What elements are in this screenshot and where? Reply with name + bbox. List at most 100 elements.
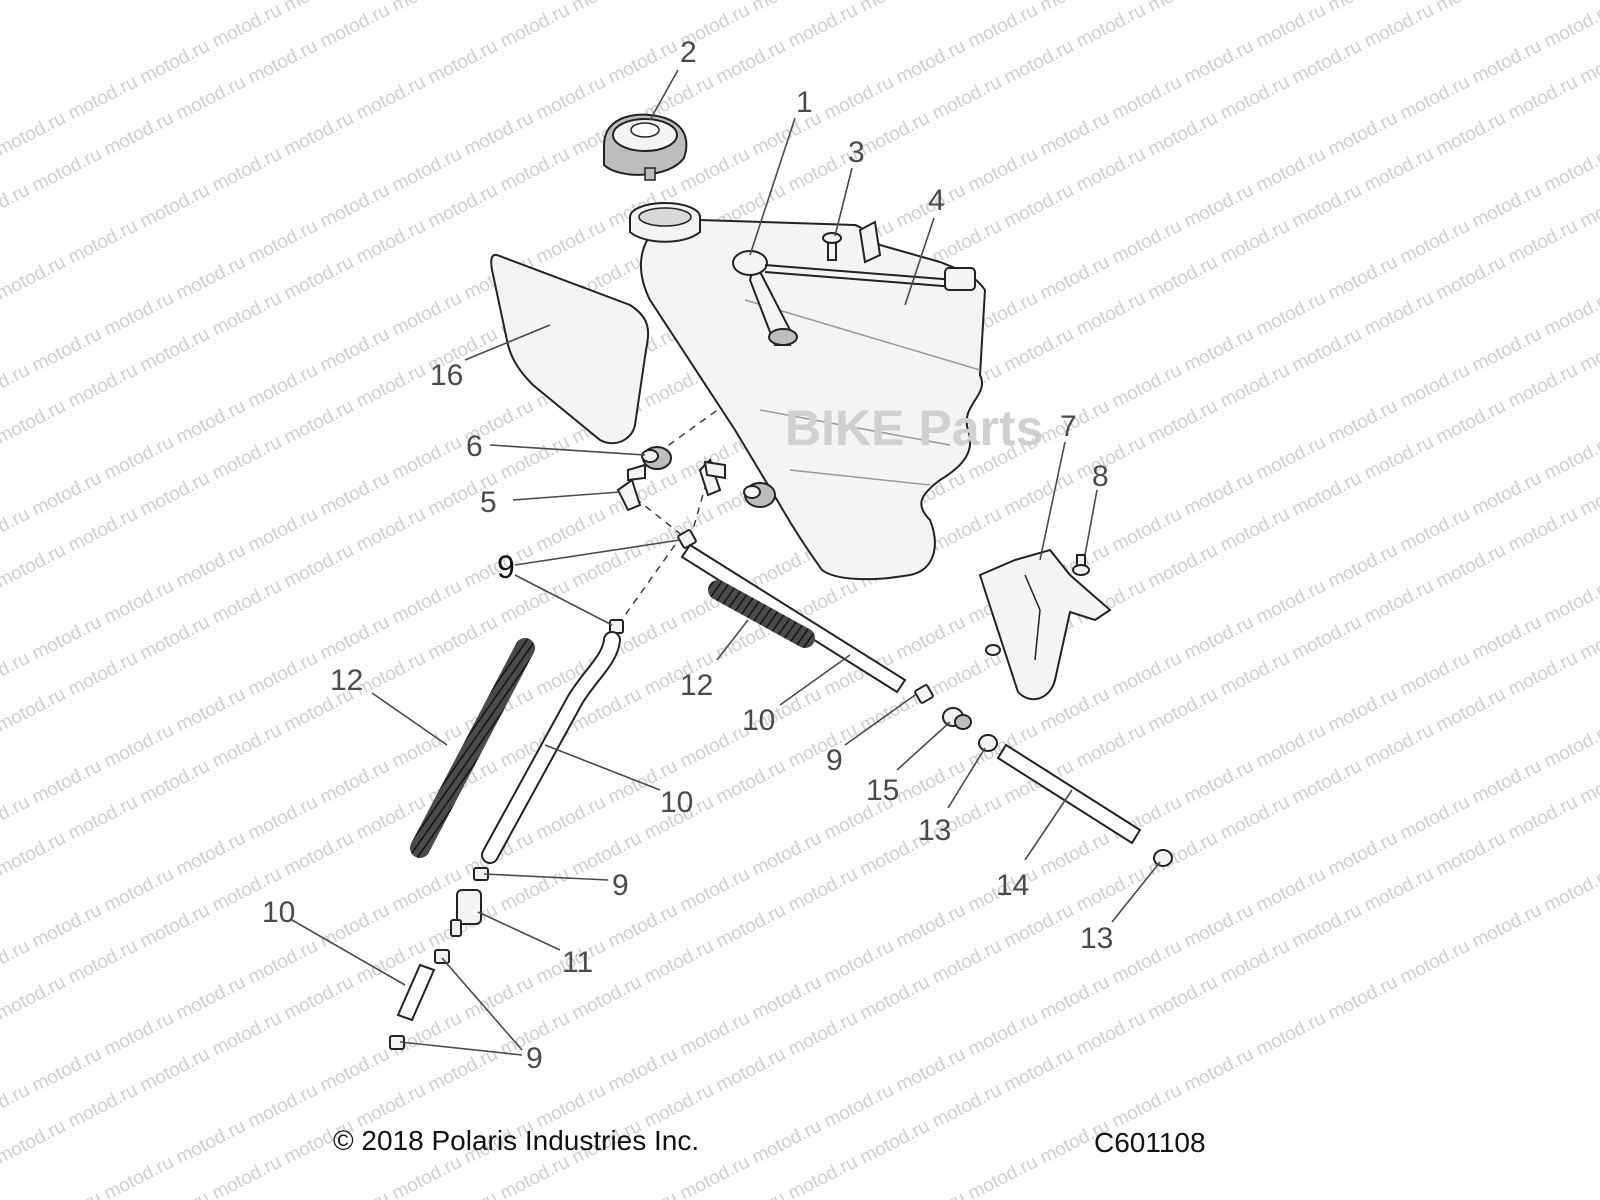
watermark-text: motod.ru <box>173 828 249 881</box>
watermark-text: motod.ru <box>1037 972 1113 1025</box>
watermark-text: motod.ru <box>317 180 393 233</box>
callout-10-left: 10 <box>660 786 693 819</box>
watermark-text: motod.ru <box>893 36 969 89</box>
watermark-text: motod.ru <box>0 684 69 737</box>
watermark-text: motod.ru <box>1361 288 1437 341</box>
watermark-text: motod.ru <box>1109 648 1185 701</box>
watermark-text: motod.ru <box>641 936 717 989</box>
watermark-text: motod.ru <box>1253 432 1329 485</box>
watermark-text: motod.ru <box>1541 0 1600 52</box>
watermark-text: motod.ru <box>533 792 609 845</box>
watermark-text: motod.ru <box>1181 1044 1257 1097</box>
watermark-text: motod.ru <box>245 648 321 701</box>
watermark-text: motod.ru <box>1325 828 1401 881</box>
watermark-text: motod.ru <box>65 936 141 989</box>
connector-15 <box>942 707 972 730</box>
watermark-text: motod.ru <box>1109 504 1185 557</box>
callout-7: 7 <box>1060 410 1077 443</box>
watermark-text: motod.ru <box>1289 756 1365 809</box>
watermark-text: motod.ru <box>1469 468 1545 521</box>
watermark-text: motod.ru <box>713 900 789 953</box>
hose-10-bent <box>481 631 621 864</box>
watermark-text: motod.ru <box>497 1152 573 1200</box>
watermark-text: motod.ru <box>461 108 537 161</box>
watermark-text: motod.ru <box>317 0 393 52</box>
watermark-text: motod.ru <box>1289 324 1365 377</box>
callout-12-mid: 12 <box>680 669 713 702</box>
watermark-text: motod.ru <box>1253 576 1329 629</box>
watermark-text: motod.ru <box>1073 288 1149 341</box>
watermark-text: motod.ru <box>749 108 825 161</box>
watermark-text: motod.ru <box>569 0 645 16</box>
watermark-text: motod.ru <box>1073 720 1149 773</box>
watermark-text: motod.ru <box>1073 1008 1149 1061</box>
watermark-text: motod.ru <box>1433 684 1509 737</box>
watermark-text: motod.ru <box>245 360 321 413</box>
watermark-text: motod.ru <box>1361 144 1437 197</box>
watermark-text: motod.ru <box>317 756 393 809</box>
watermark-text: motod.ru <box>1505 72 1581 125</box>
watermark-text: motod.ru <box>677 144 753 197</box>
watermark-text: motod.ru <box>1505 504 1581 557</box>
watermark-text: motod.ru <box>1001 36 1077 89</box>
watermark-text: motod.ru <box>1289 180 1365 233</box>
callout-14: 14 <box>996 869 1029 902</box>
callout-9-lower: 9 <box>612 869 629 902</box>
watermark-text: motod.ru <box>497 0 573 52</box>
watermark-text: motod.ru <box>1073 144 1149 197</box>
watermark-text: motod.ru <box>1361 432 1437 485</box>
watermark-text: motod.ru <box>1001 324 1077 377</box>
watermark-text: motod.ru <box>1037 108 1113 161</box>
watermark-text: motod.ru <box>821 936 897 989</box>
watermark-text: motod.ru <box>425 1188 501 1200</box>
callout-2: 2 <box>680 36 697 69</box>
watermark-text: motod.ru <box>1145 540 1221 593</box>
watermark-text: motod.ru <box>1181 468 1257 521</box>
watermark-text: motod.ru <box>1505 792 1581 845</box>
watermark-text: motod.ru <box>1217 648 1293 701</box>
watermark-text: motod.ru <box>0 972 69 1025</box>
watermark-text: motod.ru <box>1145 972 1221 1025</box>
watermark-text: motod.ru <box>0 828 69 881</box>
watermark-text: motod.ru <box>569 972 645 1025</box>
watermark-text: motod.ru <box>713 36 789 89</box>
diagram-code: C601108 <box>1094 1127 1206 1158</box>
watermark-text: motod.ru <box>1253 0 1329 52</box>
watermark-text: motod.ru <box>317 900 393 953</box>
watermark-text: motod.ru <box>893 1188 969 1200</box>
watermark-text: motod.ru <box>29 756 105 809</box>
watermark-text: motod.ru <box>569 828 645 881</box>
watermark-text: motod.ru <box>389 576 465 629</box>
elbow-fitting-5-right <box>698 458 726 497</box>
callout-1: 1 <box>796 86 813 119</box>
grommet-right <box>743 482 776 508</box>
callout-8: 8 <box>1092 460 1109 493</box>
watermark-text: motod.ru <box>173 1116 249 1169</box>
watermark-text: motod.ru <box>209 144 285 197</box>
watermark-text: motod.ru <box>1001 180 1077 233</box>
fuel-sender <box>732 250 976 346</box>
watermark-text: motod.ru <box>1001 1044 1077 1097</box>
watermark-text: motod.ru <box>749 972 825 1025</box>
watermark-text: motod.ru <box>1217 72 1293 125</box>
bolt-8 <box>1072 554 1090 576</box>
watermark-text: motod.ru <box>101 864 177 917</box>
watermark-text: motod.ru <box>1469 900 1545 953</box>
watermark-text: motod.ru <box>1397 360 1473 413</box>
watermark-text: motod.ru <box>317 1044 393 1097</box>
watermark-text: motod.ru <box>353 216 429 269</box>
watermark-text: motod.ru <box>29 612 105 665</box>
watermark-text: motod.ru <box>173 540 249 593</box>
watermark-text: motod.ru <box>1577 612 1600 665</box>
watermark-text: motod.ru <box>0 396 69 449</box>
watermark-text: motod.ru <box>1577 324 1600 377</box>
watermark-text: motod.ru <box>101 720 177 773</box>
watermark-text: motod.ru <box>1541 576 1600 629</box>
watermark-text: motod.ru <box>0 180 33 233</box>
watermark-text: motod.ru <box>1361 720 1437 773</box>
watermark-text: motod.ru <box>65 1080 141 1133</box>
callout-13-bottom: 13 <box>1080 922 1113 955</box>
watermark-text: motod.ru <box>605 900 681 953</box>
